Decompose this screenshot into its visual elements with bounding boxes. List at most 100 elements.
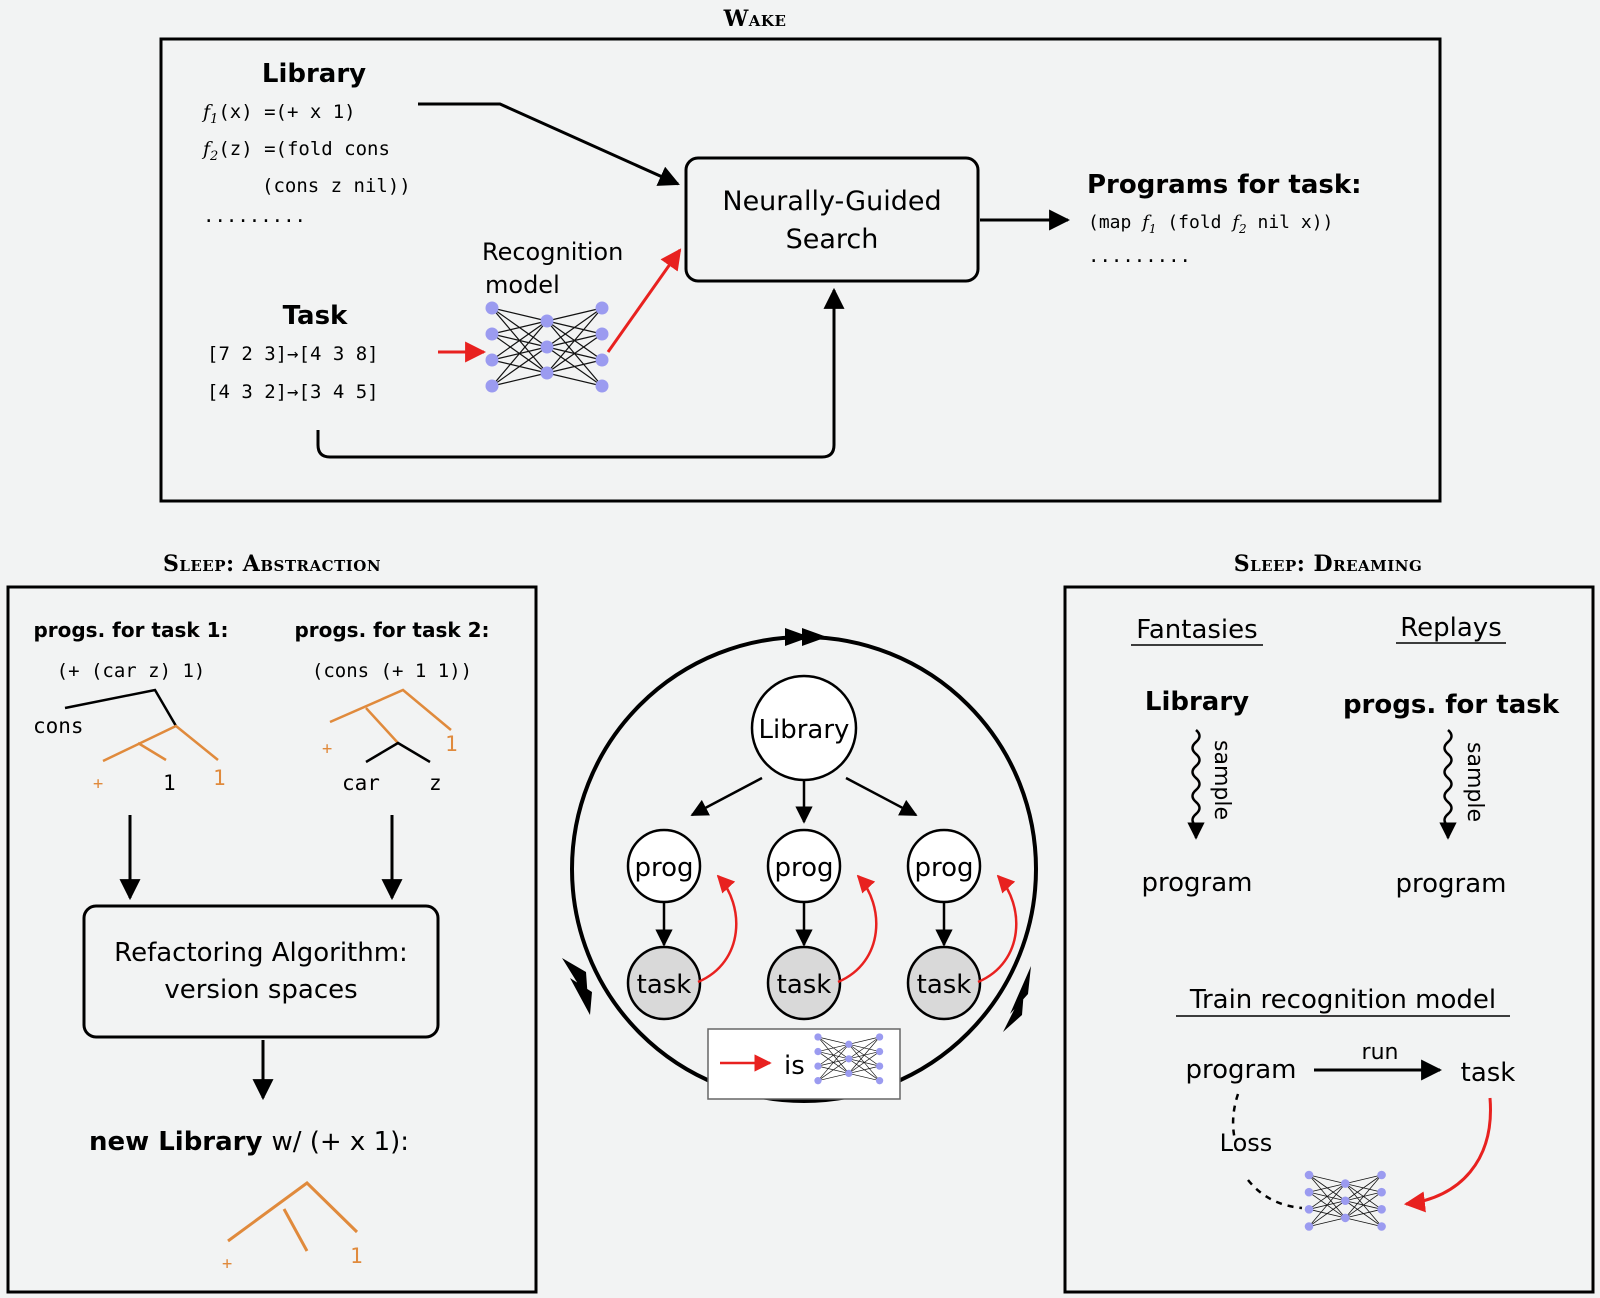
- network-node: [540, 340, 554, 354]
- network-node: [845, 1055, 853, 1063]
- legend-is-label: is: [784, 1051, 805, 1081]
- network-edge: [848, 1036, 880, 1074]
- fantasy-sample-arrow: [1187, 729, 1205, 840]
- network-edge: [817, 1044, 849, 1067]
- library-node-label: Library: [759, 715, 850, 745]
- network-edge: [1308, 1200, 1346, 1227]
- network-edge: [817, 1044, 850, 1081]
- network-edge: [491, 320, 548, 335]
- prog-task-pair-3: prog task: [906, 828, 1018, 1021]
- dreaming-panel: Sleep: Dreaming Fantasies Replays Librar…: [1063, 551, 1595, 1294]
- network-node: [1304, 1222, 1314, 1231]
- library-line-3: (cons z nil)): [262, 175, 411, 197]
- network-node: [845, 1069, 853, 1078]
- task-to-network-red-arrow: [1403, 1097, 1492, 1213]
- cycle-arrowheads-right: [1003, 966, 1031, 1032]
- network-node: [595, 379, 609, 393]
- tree1-plus-label: +: [93, 774, 103, 794]
- prog-node-3-label: prog: [914, 853, 973, 883]
- neurally-guided-search-box: [684, 156, 980, 283]
- cycle-arrowheads-left: [562, 958, 592, 1015]
- network-edge: [848, 1051, 880, 1074]
- recognition-label-line-2: model: [485, 271, 560, 299]
- network-edge: [491, 320, 548, 361]
- train-task-label: task: [1461, 1058, 1516, 1088]
- task-node-3: [906, 945, 982, 1021]
- network-edge: [1345, 1174, 1382, 1202]
- network-node: [485, 301, 499, 315]
- programs-heading: Programs for task:: [1087, 170, 1362, 200]
- task-to-search-arrow: [316, 287, 845, 459]
- network-node: [1377, 1222, 1386, 1231]
- network-edge: [546, 307, 603, 374]
- network-edge: [817, 1073, 849, 1082]
- prog-task-pair-1: prog task: [626, 828, 738, 1021]
- loss-dashed-line-bottom: [1247, 1179, 1303, 1210]
- wake-frame: [159, 37, 1442, 503]
- network-node: [1377, 1205, 1386, 1214]
- network-node: [1377, 1187, 1386, 1197]
- network-edge: [1308, 1217, 1346, 1227]
- network-node: [1304, 1205, 1314, 1214]
- replay-source-label: progs. for task: [1343, 690, 1560, 720]
- tree1-one-label-a: 1: [163, 771, 176, 795]
- task2-to-prog2-red-arrow: [837, 874, 878, 984]
- train-network-icon: [1304, 1170, 1386, 1231]
- network-edge: [817, 1043, 849, 1052]
- abstraction-frame: [6, 585, 538, 1294]
- tree1-cons-label: cons: [33, 714, 84, 738]
- network-node: [485, 379, 499, 393]
- model-to-search-arrow: [606, 248, 682, 353]
- library-to-prog1-arrow: [690, 776, 763, 817]
- network-edge: [1344, 1174, 1382, 1219]
- network-edge: [1345, 1208, 1382, 1219]
- network-node: [1341, 1179, 1350, 1188]
- task-node-2: [766, 945, 842, 1021]
- network-edge: [491, 307, 548, 322]
- task1-heading: progs. for task 1:: [33, 618, 228, 642]
- network-edge: [848, 1073, 880, 1082]
- wake-title: Wake: [723, 6, 787, 32]
- task-node-3-label: task: [917, 970, 972, 1000]
- wake-panel: Wake Library f1(x) =(+ x 1) f2(z) =(fold…: [159, 6, 1442, 503]
- network-node: [1304, 1170, 1314, 1180]
- fantasies-heading: Fantasies: [1136, 615, 1257, 645]
- network-edge: [491, 372, 548, 387]
- network-node: [814, 1047, 822, 1056]
- network-node: [540, 314, 554, 328]
- library-to-search-arrow: [418, 102, 680, 186]
- network-node: [875, 1077, 884, 1085]
- refactoring-algorithm-box: [82, 904, 440, 1039]
- tree3-plus-label: +: [222, 1254, 232, 1274]
- library-heading: Library: [262, 59, 366, 89]
- replay-sample-arrow: [1439, 729, 1457, 840]
- network-node: [814, 1077, 822, 1085]
- network-edge: [848, 1036, 880, 1045]
- tree2-one-label: 1: [445, 732, 458, 756]
- prog-task-pair-2: prog task: [766, 828, 878, 1021]
- network-node: [875, 1047, 884, 1056]
- search-label-line-1: Neurally-Guided: [722, 186, 941, 217]
- cycle-panel: Library prog task prog task prog task: [562, 628, 1038, 1103]
- task-node-1: [626, 945, 702, 1021]
- network-node: [875, 1033, 884, 1041]
- tree2-z-label: z: [429, 771, 442, 795]
- task1-program: (+ (car z) 1): [57, 660, 206, 682]
- tree3-one-label: 1: [350, 1244, 363, 1268]
- network-node: [875, 1062, 884, 1070]
- abstraction-title: Sleep: Abstraction: [163, 551, 381, 577]
- network-node: [595, 301, 609, 315]
- recognition-label-line-1: Recognition: [482, 238, 623, 266]
- network-node: [1304, 1187, 1314, 1197]
- dreaming-frame: [1063, 585, 1595, 1294]
- network-edge: [546, 372, 603, 387]
- task3-to-prog3-red-arrow: [977, 874, 1018, 984]
- task1-to-prog1-red-arrow: [697, 874, 738, 984]
- network-edge: [1308, 1174, 1346, 1184]
- fantasy-source-label: Library: [1145, 687, 1249, 717]
- refactor-label-line-1: Refactoring Algorithm:: [114, 938, 408, 968]
- task2-program: (cons (+ 1 1)): [312, 660, 472, 682]
- loss-label: Loss: [1220, 1129, 1273, 1157]
